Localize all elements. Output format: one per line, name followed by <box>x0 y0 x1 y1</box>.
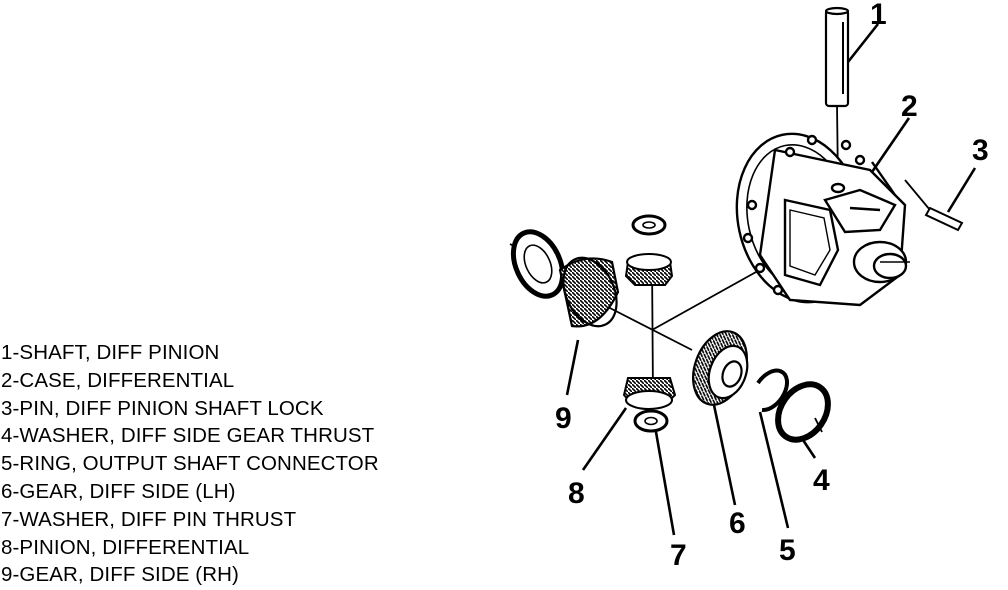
legend-item: 3-PIN, DIFF PINION SHAFT LOCK <box>1 396 324 420</box>
legend-item: 1-SHAFT, DIFF PINION <box>1 341 220 364</box>
callout-numbers: 1 2 3 4 5 6 7 8 9 <box>555 0 989 572</box>
gear-diff-side-rh <box>510 229 620 328</box>
callout-9: 9 <box>555 402 572 435</box>
legend-item: 7-WASHER, DIFF PIN THRUST <box>1 507 297 531</box>
legend-item: 5-RING, OUTPUT SHAFT CONNECTOR <box>1 452 379 476</box>
callout-4: 4 <box>813 464 830 497</box>
callout-7: 7 <box>670 539 687 572</box>
callout-2: 2 <box>901 90 918 123</box>
gear-diff-side-lh <box>692 330 749 406</box>
callout-8: 8 <box>568 477 585 510</box>
callout-6: 6 <box>729 507 746 540</box>
washer-diff-pin-thrust <box>631 214 669 433</box>
callout-5: 5 <box>779 534 796 567</box>
shaft-diff-pinion <box>824 6 850 108</box>
parts-legend: 1-SHAFT, DIFF PINION 2-CASE, DIFFERENTIA… <box>1 339 379 589</box>
legend-item: 2-CASE, DIFFERENTIAL <box>1 368 235 392</box>
legend-item: 8-PINION, DIFFERENTIAL <box>1 535 250 559</box>
legend-item: 4-WASHER, DIFF SIDE GEAR THRUST <box>1 424 375 448</box>
leader-lines <box>565 23 977 536</box>
ring-output-shaft-connector <box>756 368 789 413</box>
legend-item: 9-GEAR, DIFF SIDE (RH) <box>1 563 239 587</box>
legend-item: 6-GEAR, DIFF SIDE (LH) <box>1 479 236 503</box>
callout-1: 1 <box>870 0 887 31</box>
case-differential <box>735 132 910 307</box>
pinion-differential <box>622 253 677 410</box>
washer-diff-side-gear-thrust <box>775 381 831 443</box>
callout-3: 3 <box>972 134 989 167</box>
pin-diff-pinion-shaft-lock <box>904 179 964 232</box>
